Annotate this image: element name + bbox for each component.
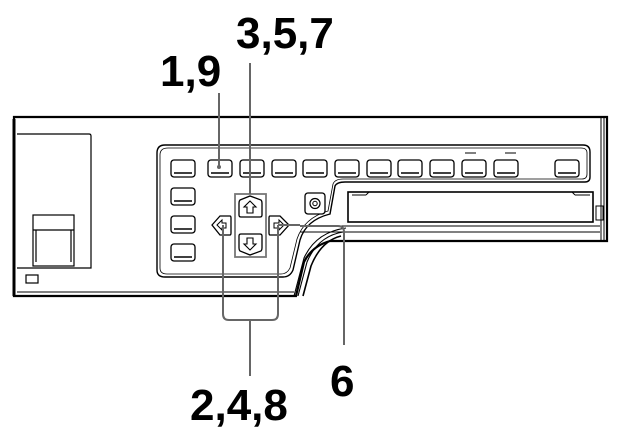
panel-button-9[interactable] [429,159,455,178]
up-arrow-button[interactable] [238,195,263,218]
down-arrow-button[interactable] [238,233,263,256]
panel-button-12[interactable] [554,159,580,178]
panel-button-6[interactable] [334,159,360,178]
panel-button-11[interactable] [493,152,519,178]
callout-3-5-7: 3,5,7 [236,9,334,58]
panel-button-10[interactable] [461,152,487,178]
up-arrow-icon [242,200,258,214]
side-button-3[interactable] [170,243,196,262]
leader-lines [217,63,345,376]
round-knob-button[interactable] [304,192,326,215]
swoosh-curve [293,227,347,297]
panel-button-4[interactable] [271,159,297,178]
left-door-panel [17,133,92,284]
left-arrow-button[interactable] [211,215,232,236]
callout-1-9: 1,9 [160,47,222,96]
panel-button-5[interactable] [302,159,328,178]
control-panel-frame [156,144,591,278]
panel-button-1[interactable] [170,159,196,178]
up-down-group [234,193,267,258]
panel-button-8[interactable] [397,159,423,178]
left-column-buttons [170,187,196,262]
callout-2-4-8: 2,4,8 [190,381,288,430]
callout-6: 6 [330,357,355,406]
slot-area [300,191,604,233]
panel-button-7[interactable] [366,159,392,178]
side-button-1[interactable] [170,187,196,206]
down-arrow-icon [242,237,258,251]
side-button-2[interactable] [170,215,196,234]
panel-button-3[interactable] [239,159,265,178]
top-row-buttons [170,152,580,178]
